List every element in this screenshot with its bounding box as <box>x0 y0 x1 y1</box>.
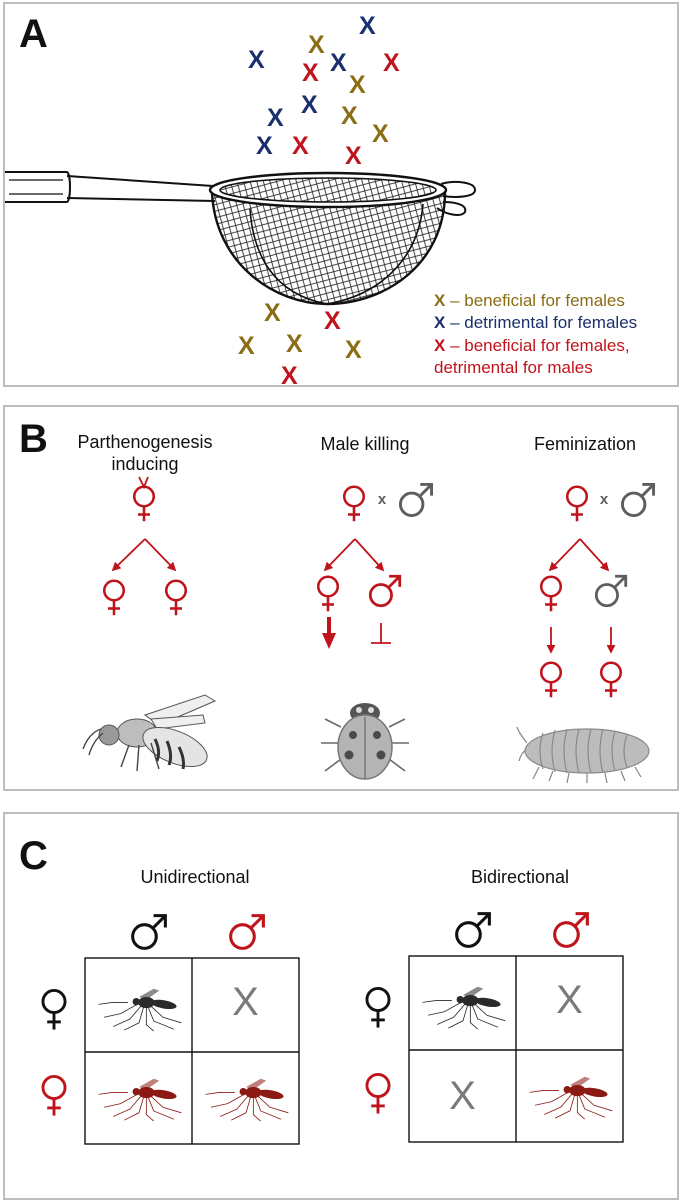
mosquito-icon <box>93 1076 185 1122</box>
x-mark-beneficial: X <box>238 332 255 360</box>
x-mark-beneficial: X <box>341 102 358 130</box>
panel-a: A X X X X X X X X X X X X X X X X X <box>3 2 679 390</box>
x-mark-detrimental: X <box>267 104 284 132</box>
male-symbol <box>593 573 629 609</box>
column-title-male-killing: Male killing <box>320 434 410 454</box>
x-mark-sexually-antagonistic: X <box>345 142 362 170</box>
incompatible-cross-mark: X <box>556 978 583 1022</box>
incompatible-cross-mark: X <box>232 980 259 1024</box>
legend-detrimental: X – detrimental for females <box>434 313 638 332</box>
female-symbol <box>99 577 129 619</box>
grid-title-bidirectional: Bidirectional <box>470 867 570 887</box>
x-mark-beneficial: X <box>264 299 281 327</box>
x-mark-sexually-antagonistic: X <box>324 307 341 335</box>
wasp-icon <box>82 694 217 772</box>
mosquito-icon <box>200 1076 292 1122</box>
female-symbol <box>562 483 592 525</box>
x-mark-detrimental: X <box>256 132 273 160</box>
female-symbol <box>596 659 626 701</box>
x-mark-sexually-antagonistic: X <box>302 59 319 87</box>
female-symbol <box>129 483 159 525</box>
panel-b-label: B <box>19 417 48 461</box>
panel-a-label: A <box>19 12 48 56</box>
cross-symbol: x <box>377 491 387 508</box>
panel-c: C Unidirectional Bidirectional X X X <box>3 812 679 1200</box>
panel-c-label: C <box>19 834 48 878</box>
mosquito-icon <box>524 1074 616 1120</box>
panel-b: B Parthenogenesis inducing Male killing … <box>3 405 679 791</box>
x-mark-sexually-antagonistic: X <box>292 132 309 160</box>
male-symbol <box>619 481 657 519</box>
cross-grid-unidirectional <box>84 955 624 1145</box>
grid-title-unidirectional: Unidirectional <box>140 867 250 887</box>
x-mark-detrimental: X <box>330 49 347 77</box>
female-symbol <box>536 573 566 615</box>
mosquito-icon <box>93 986 185 1032</box>
incompatible-cross-mark: X <box>449 1074 476 1118</box>
female-symbol <box>161 577 191 619</box>
male-symbol <box>367 573 403 609</box>
x-mark-detrimental: X <box>301 91 318 119</box>
female-symbol <box>339 483 369 525</box>
cross-symbol: x <box>599 491 609 508</box>
mosquito-icon <box>417 984 509 1030</box>
x-mark-beneficial: X <box>308 31 325 59</box>
sieve-illustration <box>5 171 477 306</box>
x-mark-beneficial: X <box>345 336 362 364</box>
x-mark-detrimental: X <box>359 12 376 40</box>
legend-antagonistic: X – beneficial for females, <box>434 336 630 355</box>
x-mark-sexually-antagonistic: X <box>281 362 298 390</box>
panel-b-arrows <box>111 476 616 654</box>
x-mark-beneficial: X <box>372 120 389 148</box>
woodlouse-icon <box>516 726 650 784</box>
x-mark-detrimental: X <box>248 46 265 74</box>
female-symbol <box>536 659 566 701</box>
ladybird-icon <box>321 703 409 780</box>
female-symbol <box>313 573 343 615</box>
x-mark-beneficial: X <box>349 71 366 99</box>
male-symbol <box>397 481 435 519</box>
column-title-parthenogenesis: Parthenogenesis inducing <box>77 432 213 474</box>
x-mark-sexually-antagonistic: X <box>383 49 400 77</box>
legend-beneficial: X – beneficial for females <box>434 291 625 310</box>
legend-antagonistic-cont: detrimental for males <box>434 358 593 377</box>
column-title-feminization: Feminization <box>533 434 637 454</box>
x-mark-beneficial: X <box>286 330 303 358</box>
